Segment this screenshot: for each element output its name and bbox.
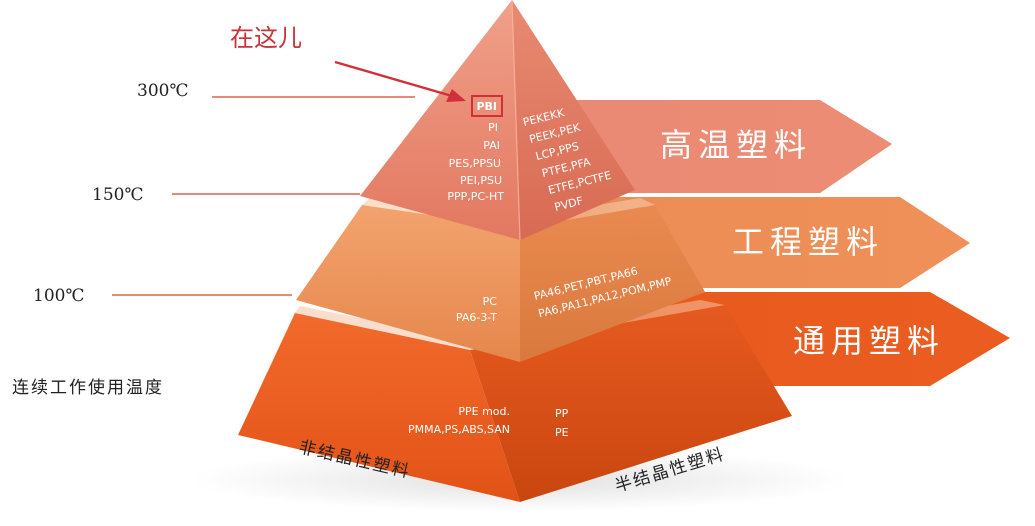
annotation-arrowhead-icon <box>446 89 466 102</box>
general-category-label: 通用塑料 <box>793 322 945 360</box>
engineering-tier-left-face <box>296 205 520 362</box>
material-item: PES,PPSU <box>449 157 501 170</box>
general-left-materials: PPE mod. PMMA,PS,ABS,SAN <box>408 405 510 436</box>
high-temp-tier-left-face <box>360 0 520 240</box>
high-temp-left-materials: PBI PI PAI PES,PPSU PEI,PSU PPP,PC-HT <box>447 100 504 203</box>
material-item: PEI,PSU <box>460 174 502 187</box>
engineering-category-label: 工程塑料 <box>732 223 884 261</box>
material-item: PA6-3-T <box>456 311 497 324</box>
material-item: PI <box>488 121 498 134</box>
material-item: PAI <box>483 139 500 152</box>
material-item: PP <box>555 407 569 420</box>
engineering-tier-right-face <box>520 205 705 362</box>
material-item: PE <box>555 426 569 439</box>
general-right-materials: PP PE <box>555 407 569 439</box>
engineering-left-materials: PC PA6-3-T <box>456 295 497 324</box>
material-pbi: PBI <box>476 100 497 113</box>
general-tier-right-face <box>470 305 792 502</box>
tick-300c: 300℃ <box>137 81 188 101</box>
material-item: PPP,PC-HT <box>447 190 504 203</box>
high-temp-tier-right-face <box>512 0 635 240</box>
material-item: PMMA,PS,ABS,SAN <box>408 423 510 436</box>
high-temp-category-label: 高温塑料 <box>660 126 812 164</box>
general-tier-left-face <box>238 313 520 502</box>
material-item: PPE mod. <box>458 405 510 418</box>
temperature-axis-label: 连续工作使用温度 <box>12 377 164 398</box>
pbi-highlight-box <box>471 95 503 117</box>
tick-100c: 100℃ <box>33 286 84 306</box>
annotation-label: 在这儿 <box>230 24 302 52</box>
tick-150c: 150℃ <box>92 185 143 205</box>
annotation-arrow-shaft <box>334 60 453 98</box>
high-temp-tier-ridge <box>511 0 521 241</box>
material-item: PC <box>483 295 498 308</box>
